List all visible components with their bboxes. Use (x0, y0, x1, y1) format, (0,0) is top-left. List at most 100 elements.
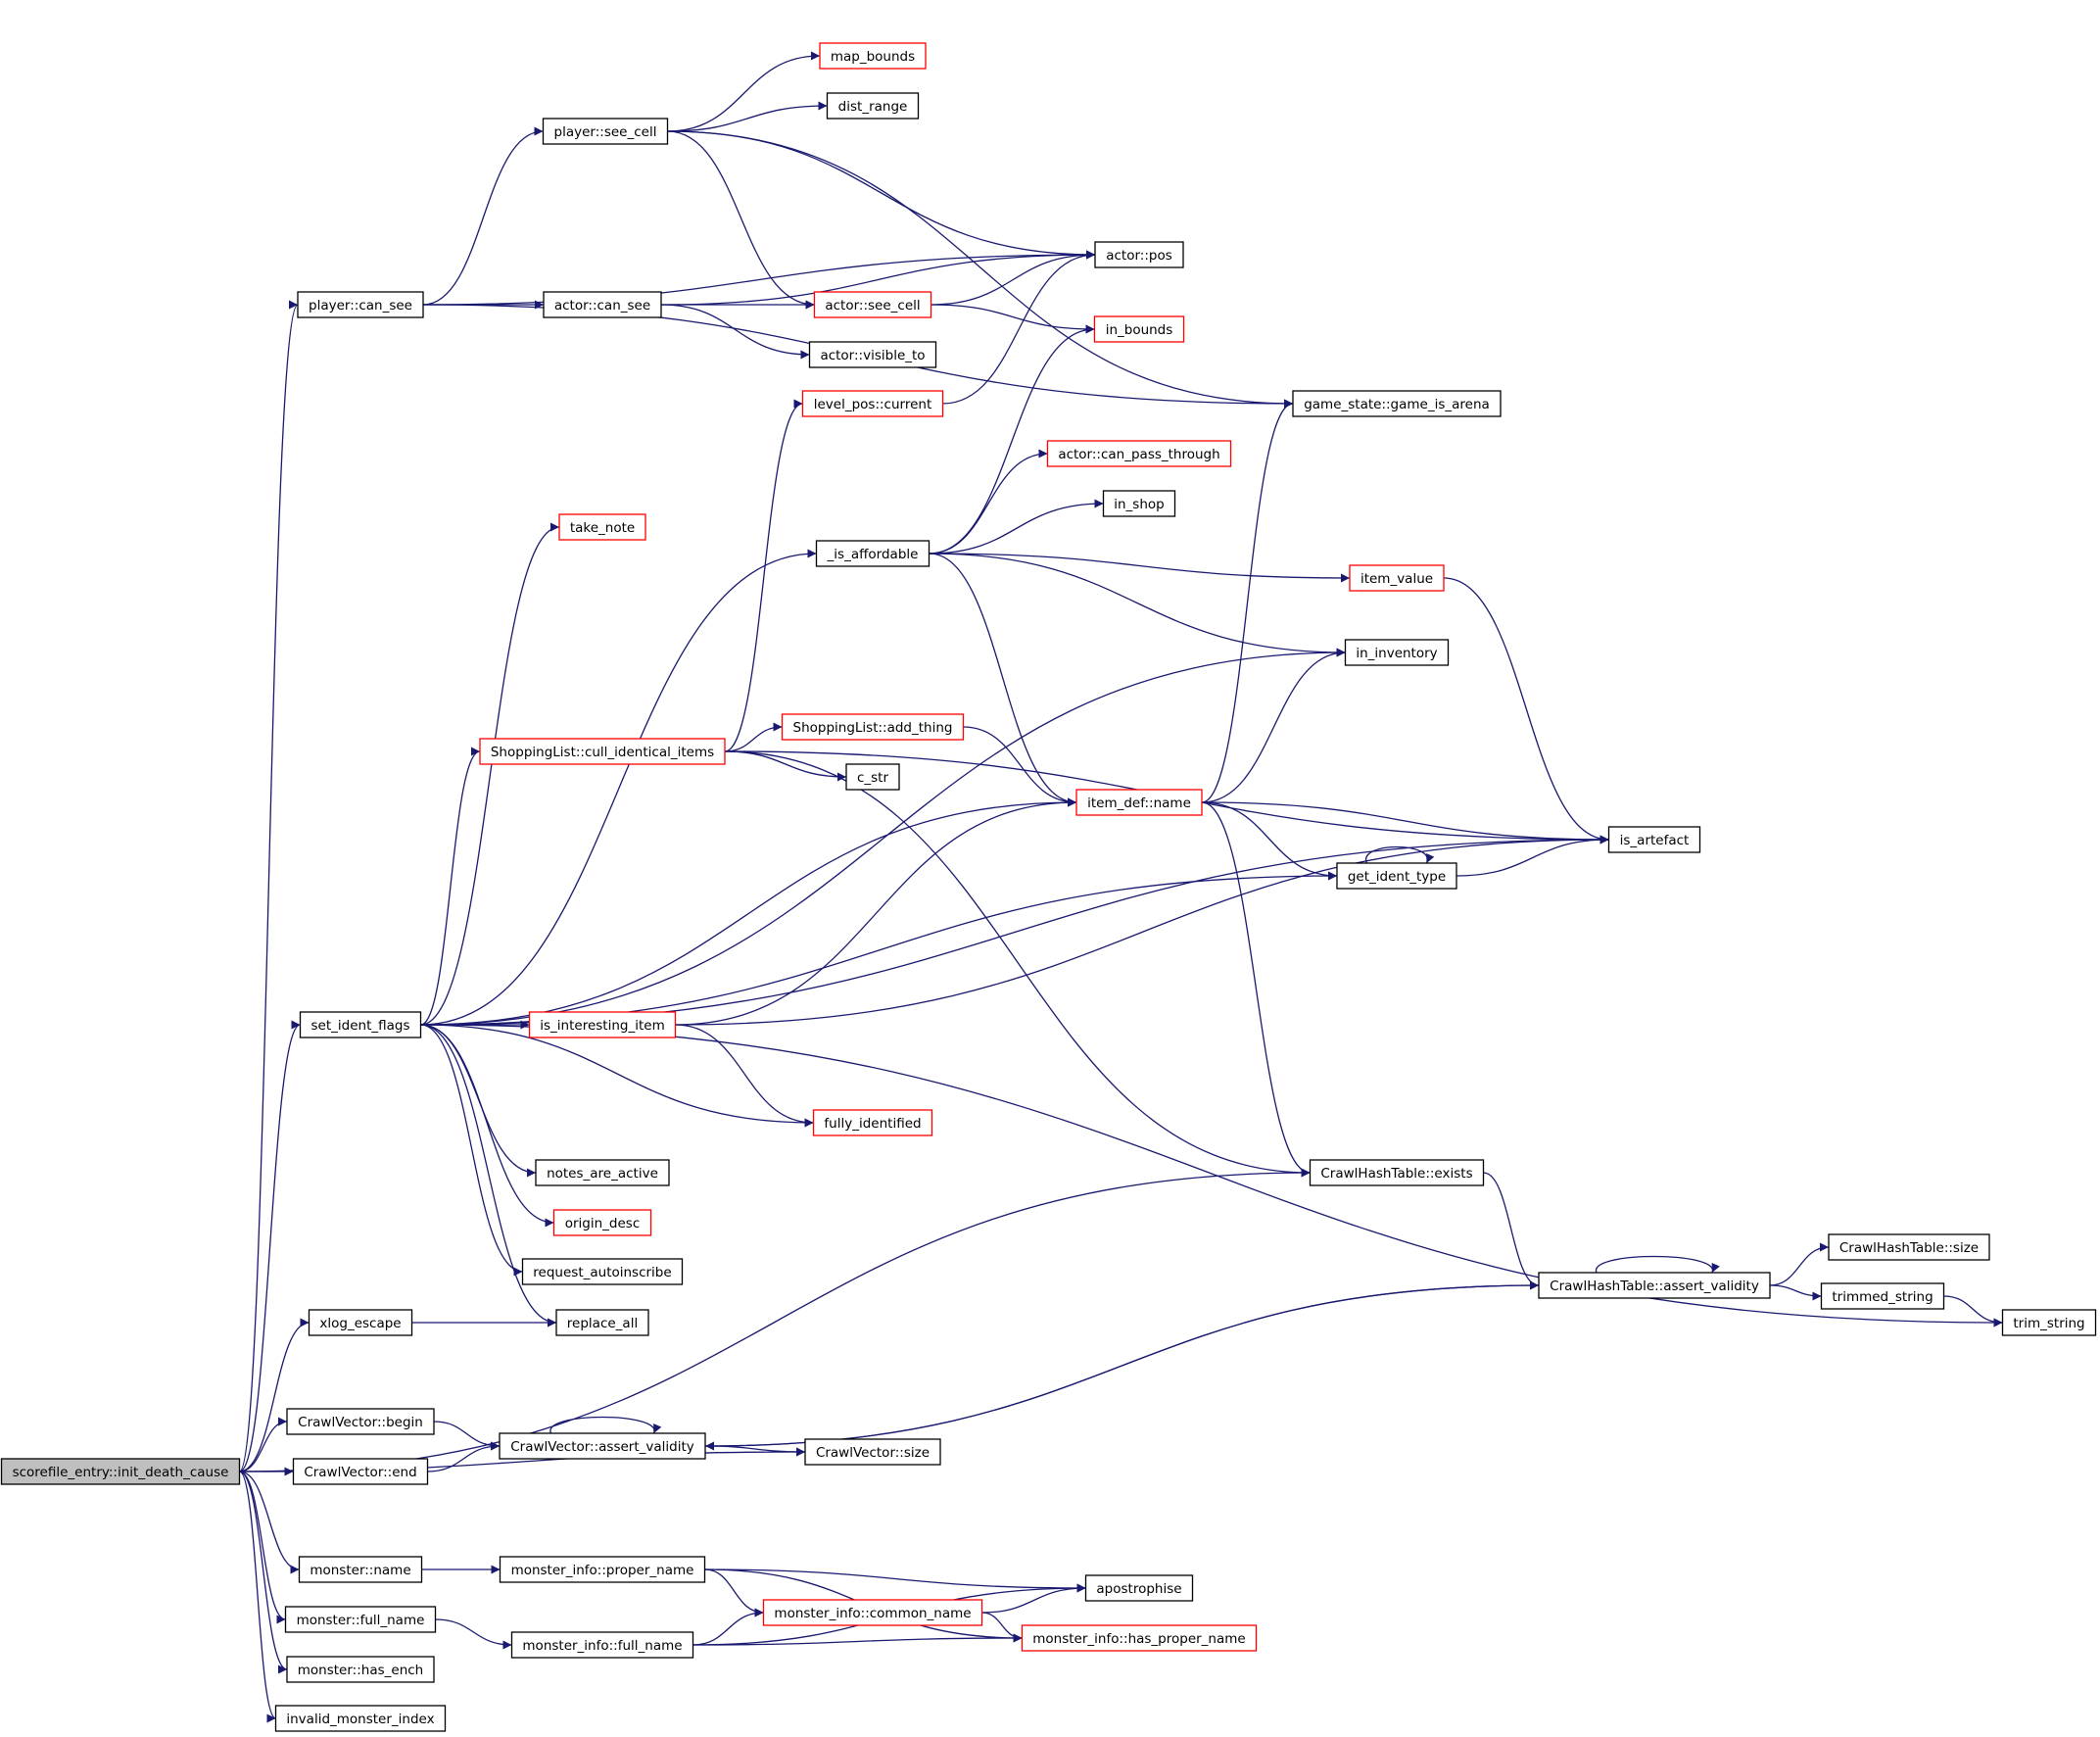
edge-get-ident-to-is-artefact (1456, 835, 1609, 877)
node-label: trim_string (2013, 1316, 2084, 1331)
edge-mi-full-to-mi-has-proper (692, 1633, 1023, 1646)
edge-trimmed-to-trim (1943, 1295, 2003, 1327)
node-box (528, 1011, 677, 1038)
node-cht-size[interactable]: CrawlHashTable::size (1828, 1233, 1990, 1261)
node-box (499, 1556, 706, 1583)
node-box (292, 1458, 429, 1485)
edge-m-full-to-mi-full (435, 1618, 512, 1650)
node-xlog[interactable]: xlog_escape (308, 1309, 413, 1336)
node-in-shop[interactable]: in_shop (1102, 490, 1176, 517)
node-label: ShoppingList::add_thing (793, 720, 953, 736)
node-mi-common[interactable]: monster_info::common_name (762, 1599, 983, 1626)
node-box (298, 1556, 423, 1583)
node-label: _is_affordable (827, 547, 919, 562)
node-box (1094, 241, 1184, 268)
node-add-thing[interactable]: ShoppingList::add_thing (781, 713, 965, 741)
node-label: CrawlHashTable::size (1839, 1240, 1979, 1256)
node-cv-end[interactable]: CrawlVector::end (292, 1458, 429, 1485)
node-fully-id[interactable]: fully_identified (812, 1109, 933, 1136)
node-label: actor::pos (1106, 248, 1172, 264)
node-actor-see-cell[interactable]: actor::see_cell (813, 291, 932, 318)
node-trim[interactable]: trim_string (2001, 1309, 2097, 1336)
node-level-pos[interactable]: level_pos::current (801, 390, 944, 417)
edge-cht-assert-to-trimmed (1769, 1284, 1822, 1301)
node-box (1084, 1574, 1194, 1602)
node-origin-desc[interactable]: origin_desc (552, 1209, 652, 1236)
node-invalid-idx[interactable]: invalid_monster_index (274, 1705, 447, 1732)
node-see-cell-p[interactable]: player::see_cell (542, 118, 669, 145)
node-in-inventory[interactable]: in_inventory (1344, 639, 1450, 666)
edge-actor-see-cell-to-in-bounds (931, 304, 1095, 334)
node-take-note[interactable]: take_note (558, 513, 646, 541)
edge-set-ident-to-take-note (420, 522, 560, 1026)
node-cht-exists[interactable]: CrawlHashTable::exists (1309, 1159, 1485, 1186)
node-is-interesting[interactable]: is_interesting_item (528, 1011, 677, 1038)
node-mi-has-proper[interactable]: monster_info::has_proper_name (1021, 1624, 1258, 1652)
node-label: monster_info::common_name (774, 1606, 971, 1621)
node-m-full[interactable]: monster::full_name (284, 1606, 437, 1633)
node-box (299, 1011, 422, 1038)
node-box (543, 291, 662, 318)
node-label: ShoppingList::cull_identical_items (491, 745, 714, 760)
node-label: scorefile_entry::init_death_cause (13, 1465, 229, 1480)
node-apostrophise[interactable]: apostrophise (1084, 1574, 1194, 1602)
node-box (1336, 862, 1457, 890)
node-box (542, 118, 669, 145)
edge-mi-proper-to-apostrophise (704, 1568, 1086, 1593)
node-can-see-p[interactable]: player::can_see (297, 291, 424, 318)
node-cv-assert[interactable]: CrawlVector::assert_validity (499, 1432, 706, 1460)
node-c-str[interactable]: c_str (845, 763, 900, 791)
edge-set-ident-to-item-name (420, 797, 1077, 1026)
edge-set-ident-to-req-auto (420, 1024, 523, 1277)
node-is-affordable[interactable]: _is_affordable (815, 540, 931, 567)
edge-cht-assert-to-cht-assert (1596, 1255, 1720, 1274)
node-item-value[interactable]: item_value (1349, 564, 1445, 592)
edge-see-cell-p-to-actor-see-cell (667, 130, 815, 310)
node-label: CrawlVector::assert_validity (510, 1439, 694, 1455)
node-get-ident[interactable]: get_ident_type (1336, 862, 1457, 890)
node-label: CrawlVector::begin (298, 1415, 423, 1430)
node-game-arena[interactable]: game_state::game_is_arena (1292, 390, 1502, 417)
node-box (845, 763, 900, 791)
node-replace-all[interactable]: replace_all (555, 1309, 649, 1336)
node-root[interactable]: scorefile_entry::init_death_cause (0, 1458, 241, 1485)
node-box (801, 390, 944, 417)
node-label: game_state::game_is_arena (1304, 397, 1490, 412)
node-label: in_inventory (1356, 646, 1437, 661)
node-box (1349, 564, 1445, 592)
node-actor-pos[interactable]: actor::pos (1094, 241, 1184, 268)
node-m-name[interactable]: monster::name (298, 1556, 423, 1583)
node-item-name[interactable]: item_def::name (1075, 789, 1203, 816)
node-in-bounds[interactable]: in_bounds (1093, 315, 1185, 343)
node-cv-begin[interactable]: CrawlVector::begin (286, 1408, 435, 1435)
edge-is-affordable-to-item-name (929, 553, 1077, 807)
edge-set-ident-to-trim (420, 1024, 2003, 1327)
node-box (1828, 1233, 1990, 1261)
edge-mi-common-to-apostrophise (981, 1583, 1086, 1614)
node-dist-range[interactable]: dist_range (826, 92, 920, 120)
node-actor-can-see[interactable]: actor::can_see (543, 291, 662, 318)
node-cull[interactable]: ShoppingList::cull_identical_items (479, 738, 726, 765)
node-box (819, 42, 927, 70)
node-mi-proper[interactable]: monster_info::proper_name (499, 1556, 706, 1583)
node-m-has-ench[interactable]: monster::has_ench (286, 1656, 435, 1683)
node-is-artefact[interactable]: is_artefact (1607, 826, 1701, 853)
node-mi-full[interactable]: monster_info::full_name (510, 1631, 694, 1659)
node-notes-active[interactable]: notes_are_active (535, 1159, 670, 1186)
node-label: xlog_escape (319, 1316, 401, 1331)
node-req-auto[interactable]: request_autoinscribe (521, 1258, 684, 1285)
node-map-bounds[interactable]: map_bounds (819, 42, 927, 70)
node-can-pass[interactable]: actor::can_pass_through (1046, 440, 1232, 467)
edge-root-to-m-name (239, 1471, 300, 1574)
node-label: monster_info::has_proper_name (1032, 1631, 1245, 1647)
node-label: is_interesting_item (540, 1018, 664, 1034)
node-box (1021, 1624, 1258, 1652)
node-set-ident[interactable]: set_ident_flags (299, 1011, 422, 1038)
node-cv-size[interactable]: CrawlVector::size (804, 1438, 941, 1466)
edge-cv-assert-to-cht-assert (704, 1280, 1540, 1447)
node-trimmed[interactable]: trimmed_string (1820, 1282, 1945, 1310)
node-label: monster::name (310, 1563, 410, 1578)
node-cht-assert[interactable]: CrawlHashTable::assert_validity (1538, 1272, 1771, 1299)
node-actor-visible[interactable]: actor::visible_to (808, 341, 937, 368)
